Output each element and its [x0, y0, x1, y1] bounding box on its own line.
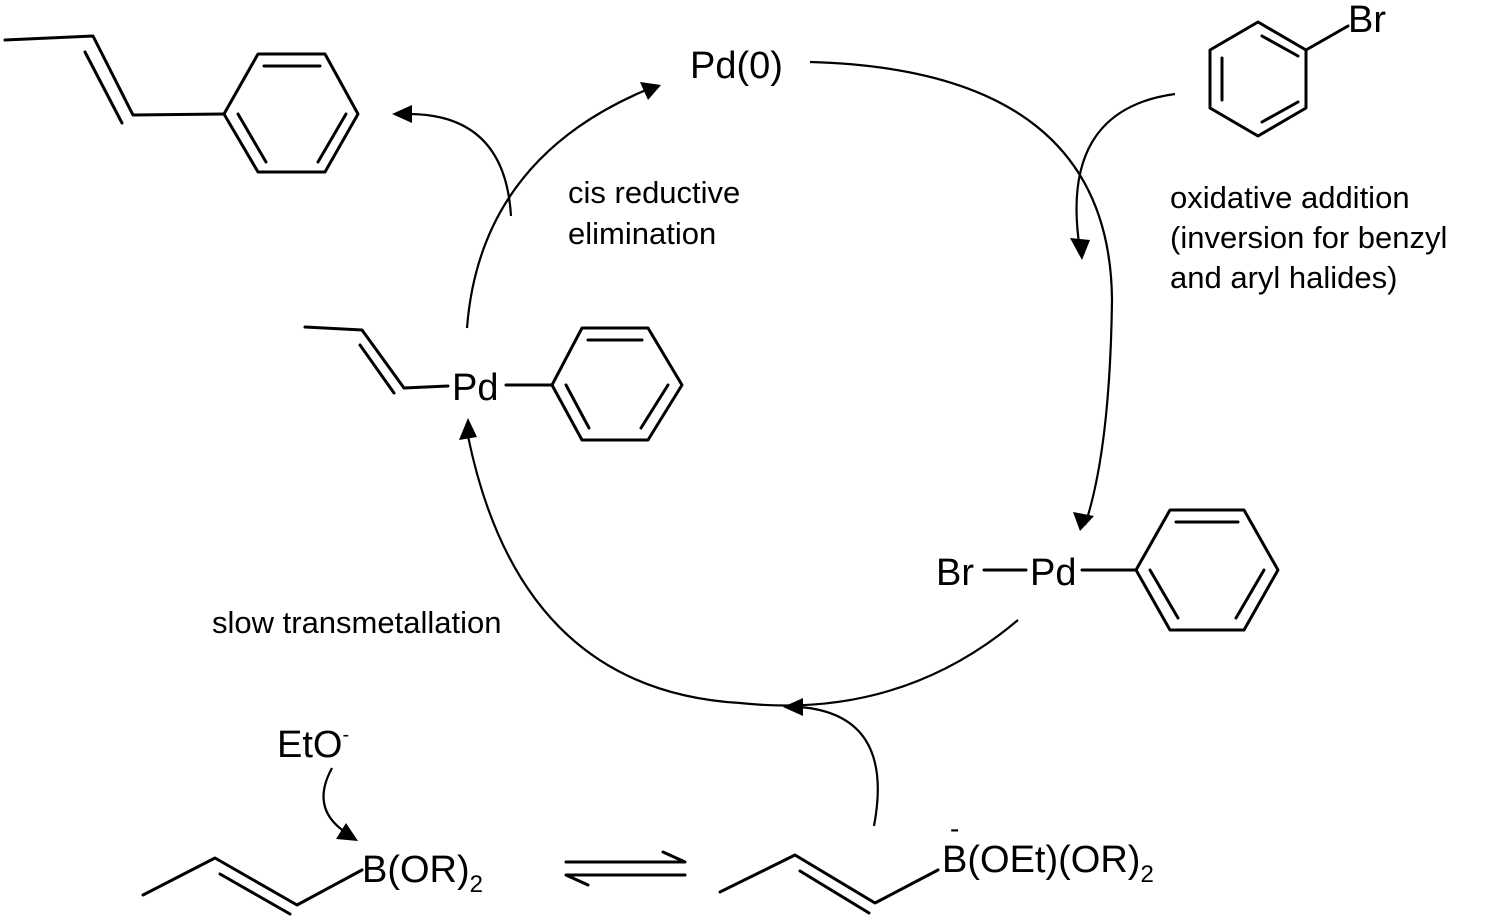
- arc-oxidative-to-transmetallation-complex: [466, 435, 1019, 707]
- arrowhead-into-oxidative-complex: [1073, 512, 1094, 531]
- boronic-ester-label: B(OR)2: [362, 849, 483, 898]
- boronic-ester-chain: [141, 856, 364, 907]
- product-chain: [3, 34, 226, 117]
- bromobenzene-br-label: Br: [1348, 0, 1386, 41]
- oxidative-complex-br-label: Br: [936, 552, 974, 594]
- oxidative-complex-ring-inner-bonds: [1148, 520, 1266, 620]
- borate-boron: B: [942, 839, 967, 881]
- trans-complex-propenyl-chain: [303, 325, 450, 390]
- boronic-ester-subscript: 2: [470, 871, 483, 898]
- arc-product-out: [409, 112, 513, 217]
- arc-pd0-to-oxidative-complex: [809, 60, 1114, 526]
- arc-bromobenzene-in: [1075, 92, 1176, 251]
- boronic-ester-double-bond-inner: [218, 872, 292, 916]
- arrowhead-into-transmetallation-complex: [459, 418, 477, 440]
- borate-groups: (OEt)(OR): [967, 839, 1140, 881]
- product-propenylbenzene: [3, 34, 360, 174]
- ethoxide-main: EtO: [277, 724, 342, 766]
- equilibrium-reverse-arrow: [564, 873, 687, 887]
- arc-borate-in: [799, 705, 879, 827]
- equilibrium-arrows: [564, 850, 687, 887]
- step-labels: oxidative addition (inversion for benzyl…: [212, 175, 1447, 640]
- bromobenzene-ring: [1208, 20, 1308, 138]
- bromobenzene-c-br-bond: [1304, 24, 1350, 52]
- oxidative-addition-complex: Br Pd: [936, 508, 1280, 632]
- ethoxide-charge: -: [342, 724, 349, 746]
- propenyl-boronic-ester: B(OR)2: [141, 849, 483, 916]
- product-double-bond-inner: [83, 50, 124, 125]
- equilibrium-forward-arrow: [564, 850, 687, 864]
- arc-reductive-to-pd0: [465, 88, 647, 329]
- pd0-label: Pd(0): [690, 45, 783, 87]
- boronic-ester-main: B(OR): [362, 849, 470, 891]
- arrowhead-ethoxide-attack: [336, 823, 358, 841]
- transmetallation-complex: Pd: [303, 325, 684, 442]
- trans-complex-double-bond-inner: [358, 343, 396, 395]
- bromobenzene: Br: [1208, 0, 1386, 138]
- transmetallation-label: slow transmetallation: [212, 605, 501, 640]
- trans-complex-pd-label: Pd: [452, 367, 498, 409]
- arrowhead-borate-in: [783, 698, 803, 716]
- arrowhead-into-pd0: [640, 82, 661, 100]
- product-phenyl-ring: [222, 52, 360, 174]
- reductive-elimination-line-2: elimination: [568, 216, 716, 251]
- oxidative-addition-line-2: (inversion for benzyl: [1170, 220, 1447, 255]
- product-ring-inner-bonds: [236, 64, 348, 164]
- trans-complex-phenyl-ring: [550, 326, 684, 442]
- borate-double-bond-inner: [798, 869, 871, 915]
- oxidative-addition-line-3: and aryl halides): [1170, 260, 1397, 295]
- borate-charge: -: [950, 813, 959, 844]
- arc-ethoxide-attack: [322, 767, 346, 833]
- borate-label: B(OEt)(OR)2: [942, 839, 1154, 888]
- cycle-arcs: [322, 60, 1176, 841]
- borate-subscript: 2: [1140, 861, 1153, 888]
- trans-complex-ring-inner-bonds: [564, 338, 670, 430]
- arrowhead-bromobenzene-in: [1070, 238, 1090, 260]
- borate-chain: [718, 853, 940, 905]
- oxidative-complex-phenyl-ring: [1134, 508, 1280, 632]
- propenyl-borate: - B(OEt)(OR)2: [718, 813, 1154, 915]
- ethoxide-label: EtO-: [277, 724, 349, 766]
- bromobenzene-inner-bonds: [1220, 34, 1300, 124]
- oxidative-addition-line-1: oxidative addition: [1170, 180, 1410, 215]
- oxidative-complex-pd-label: Pd: [1030, 552, 1076, 594]
- reductive-elimination-line-1: cis reductive: [568, 175, 740, 210]
- arrowhead-product-out: [392, 105, 412, 123]
